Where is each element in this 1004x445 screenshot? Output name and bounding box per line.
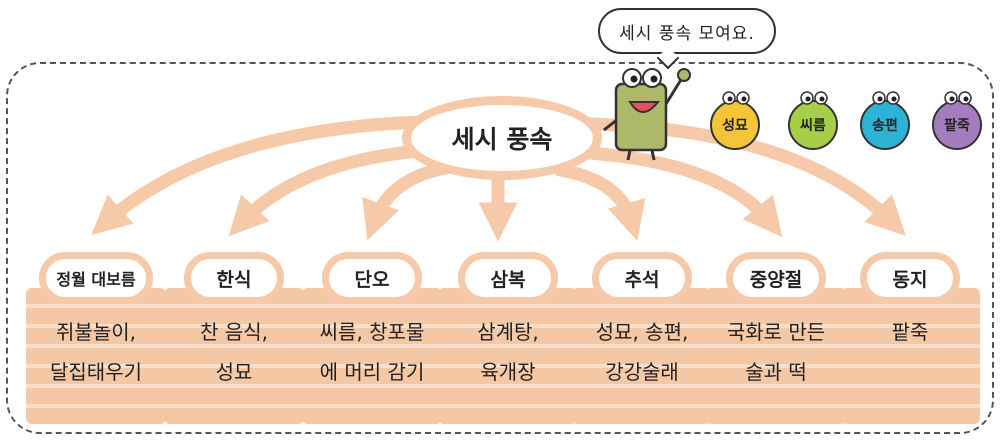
festival-name-pill: 한식	[184, 252, 284, 304]
arrow-2	[228, 143, 437, 237]
festival-2: 한식 찬 음식, 성묘	[164, 252, 304, 428]
festival-customs: 삼계탕, 육개장	[438, 312, 578, 392]
custom-line: 팥죽	[891, 320, 929, 344]
festival-5: 추석 성묘, 송편, 강강술래	[572, 252, 712, 428]
eyes-icon	[722, 91, 750, 105]
festival-customs: 팥죽	[840, 312, 980, 352]
arrow-6	[567, 145, 783, 238]
character-ball-4: 팥죽	[932, 91, 982, 150]
festival-card	[302, 288, 442, 424]
character-label: 성묘	[722, 118, 748, 134]
festival-card	[572, 288, 712, 424]
festival-customs: 쥐불놀이, 달집태우기	[26, 312, 166, 392]
arrow-1	[91, 115, 427, 235]
festival-card	[706, 288, 846, 424]
festival-name: 동지	[892, 268, 928, 291]
festival-customs: 국화로 만든 술과 떡	[706, 312, 846, 392]
festival-name: 중양절	[749, 268, 803, 291]
arrow-3	[362, 161, 453, 241]
custom-line: 쥐불놀이,	[56, 320, 136, 344]
custom-line: 찬 음식,	[200, 320, 268, 344]
festival-1: 정월 대보름 쥐불놀이, 달집태우기	[26, 252, 166, 428]
eyes-icon	[800, 91, 828, 105]
eyes-icon	[944, 91, 972, 105]
festival-name-pill: 동지	[860, 252, 960, 304]
custom-line: 육개장	[480, 360, 536, 384]
custom-line: 성묘	[215, 360, 253, 384]
custom-line: 국화로 만든	[726, 320, 826, 344]
festival-name-pill: 추석	[592, 252, 692, 304]
eyes-icon	[872, 91, 900, 105]
speech-bubble-text: 세시 풍속 모여요.	[619, 23, 755, 44]
arrow-5	[553, 163, 646, 241]
festival-name-pill: 삼복	[458, 252, 558, 304]
center-topic: 세시 풍속	[402, 96, 602, 180]
custom-line: 에 머리 감기	[319, 360, 425, 384]
festival-name: 단오	[354, 268, 390, 291]
festival-name-pill: 단오	[322, 252, 422, 304]
character-ball-2: 씨름	[788, 91, 838, 150]
festival-customs: 씨름, 창포물 에 머리 감기	[302, 312, 442, 392]
festival-card	[26, 288, 166, 424]
festival-name: 추석	[624, 268, 660, 291]
character-ball-3: 송편	[860, 91, 910, 150]
festival-card	[840, 288, 980, 424]
mascot-character-icon	[603, 68, 691, 161]
festival-customs: 성묘, 송편, 강강술래	[572, 312, 712, 392]
custom-line: 강강술래	[605, 360, 679, 384]
festival-name: 한식	[216, 268, 252, 291]
character-label: 씨름	[800, 118, 826, 134]
character-ball-1: 성묘	[710, 91, 760, 150]
festival-card	[164, 288, 304, 424]
festival-4: 삼복 삼계탕, 육개장	[438, 252, 578, 428]
dashed-frame	[6, 62, 994, 434]
festival-3: 단오 씨름, 창포물 에 머리 감기	[302, 252, 442, 428]
festival-6: 중양절 국화로 만든 술과 떡	[706, 252, 846, 428]
custom-line: 씨름, 창포물	[319, 320, 425, 344]
character-label: 송편	[872, 118, 898, 134]
festival-card	[438, 288, 578, 424]
character-label: 팥죽	[944, 118, 970, 134]
custom-line: 삼계탕,	[477, 320, 539, 344]
festival-name: 정월 대보름	[56, 270, 136, 289]
festival-customs: 찬 음식, 성묘	[164, 312, 304, 392]
festival-name-pill: 중양절	[726, 252, 826, 304]
speech-bubble: 세시 풍속 모여요.	[598, 8, 776, 54]
center-topic-label: 세시 풍속	[451, 125, 553, 154]
custom-line: 달집태우기	[50, 360, 142, 384]
custom-line: 술과 떡	[745, 360, 807, 384]
festival-name-pill: 정월 대보름	[39, 252, 153, 304]
custom-line: 성묘, 송편,	[595, 320, 689, 344]
festival-name: 삼복	[490, 268, 526, 291]
festival-7: 동지 팥죽	[840, 252, 980, 428]
